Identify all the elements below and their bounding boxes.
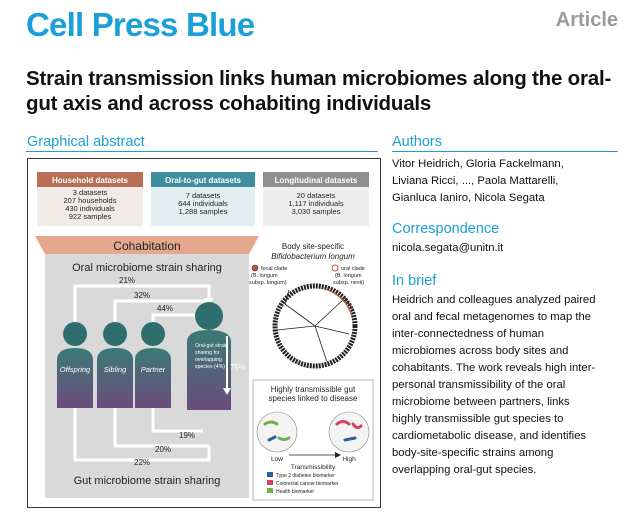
svg-text:oral clade: oral clade: [341, 266, 365, 272]
svg-text:1,117 individuals: 1,117 individuals: [288, 199, 344, 208]
svg-text:922 samples: 922 samples: [69, 212, 112, 221]
graphical-abstract: Household datasets 3 datasets 207 househ…: [27, 158, 381, 508]
gut-pct-3: 22%: [134, 458, 150, 467]
svg-text:Colorectal cancer biomarker: Colorectal cancer biomarker: [276, 481, 339, 487]
person-body-icon: [97, 348, 133, 408]
fecal-dot-icon: [251, 264, 259, 272]
svg-text:430 individuals: 430 individuals: [65, 204, 115, 213]
legend: Type 2 diabetes biomarker Colorectal can…: [267, 472, 339, 495]
correspondence-email[interactable]: nicola.segata@unitn.it: [392, 242, 504, 254]
person-partner: Partner: [135, 322, 171, 408]
svg-text:(B. longum: (B. longum: [335, 273, 362, 279]
svg-text:Oral-to-gut datasets: Oral-to-gut datasets: [165, 176, 242, 185]
article-title: Strain transmission links human microbio…: [26, 67, 612, 115]
person-self: Oral-gut strain sharing for overlapping …: [187, 302, 246, 410]
svg-text:species (4%): species (4%): [195, 364, 225, 370]
svg-text:Health biomarker: Health biomarker: [276, 489, 314, 495]
person-head-icon: [195, 302, 223, 330]
svg-text:subsp. nexti): subsp. nexti): [333, 280, 364, 286]
svg-text:overlapping: overlapping: [195, 357, 222, 363]
svg-text:20 datasets: 20 datasets: [297, 191, 336, 200]
correspondence-label: Correspondence: [392, 221, 500, 237]
oral-pct-2: 32%: [134, 291, 150, 300]
svg-text:fecal clade: fecal clade: [261, 266, 287, 272]
dataset-household: Household datasets 3 datasets 207 househ…: [37, 172, 143, 226]
article-type: Article: [555, 9, 618, 31]
person-head-icon: [103, 322, 127, 346]
authors-list: Vitor Heidrich, Gloria Fackelmann, Livia…: [392, 158, 564, 204]
svg-text:Longitudinal datasets: Longitudinal datasets: [275, 176, 358, 185]
high-dish-icon: [328, 411, 370, 453]
svg-text:7 datasets: 7 datasets: [186, 191, 221, 200]
svg-text:3 datasets: 3 datasets: [73, 188, 108, 197]
svg-text:644 individuals: 644 individuals: [178, 199, 228, 208]
person-head-icon: [141, 322, 165, 346]
in-brief-text: Heidrich and colleagues analyzed paired …: [392, 294, 596, 476]
person-body-icon: [57, 348, 93, 408]
low-label: Low: [271, 456, 283, 463]
svg-text:species linked to disease: species linked to disease: [269, 394, 358, 403]
oral-dot-icon: [331, 264, 339, 272]
person-offspring: Offspring: [57, 322, 93, 408]
low-dish-icon: [256, 411, 298, 453]
phylogeny-tree: [272, 283, 358, 369]
gut-pct-2: 20%: [155, 445, 171, 454]
gut-pct-1: 19%: [179, 431, 195, 440]
oral-pct-3: 44%: [157, 304, 173, 313]
gut-sharing-label: Gut microbiome strain sharing: [74, 475, 221, 487]
person-head-icon: [63, 322, 87, 346]
oral-pct-1: 21%: [119, 276, 135, 285]
arrow-head: [204, 298, 214, 305]
cohabitation-label: Cohabitation: [113, 239, 180, 253]
oral-sharing-label: Oral microbiome strain sharing: [72, 262, 222, 274]
authors-label: Authors: [392, 134, 442, 150]
person-body-icon: [135, 348, 171, 408]
oral-connections: [73, 284, 211, 323]
svg-text:Type 2 diabetes biomarker: Type 2 diabetes biomarker: [276, 473, 335, 479]
authors-divider: [392, 151, 618, 152]
dataset-oral-to-gut: Oral-to-gut datasets 7 datasets 644 indi…: [151, 172, 255, 226]
svg-text:207 households: 207 households: [64, 196, 117, 205]
transmissible-title: Highly transmissible gut: [271, 385, 356, 394]
person-sibling: Sibling: [97, 322, 133, 408]
high-label: High: [342, 456, 356, 463]
gut-connections: [73, 403, 211, 462]
svg-text:subsp. longum): subsp. longum): [249, 280, 287, 286]
transmissibility-axis: Transmissibility: [291, 464, 336, 471]
oral-gut-pct: 75%: [230, 363, 246, 372]
person-body-icon: [187, 330, 231, 410]
svg-text:(B. longum: (B. longum: [251, 273, 278, 279]
bifido-title: Body site-specific: [282, 242, 344, 251]
svg-text:Sibling: Sibling: [104, 365, 127, 374]
svg-text:Oral-gut strain: Oral-gut strain: [195, 343, 228, 349]
svg-text:3,030 samples: 3,030 samples: [292, 207, 341, 216]
svg-text:sharing for: sharing for: [195, 350, 220, 356]
cohabitation-banner: [35, 236, 259, 254]
in-brief-label: In brief: [392, 273, 437, 289]
svg-text:1,288 samples: 1,288 samples: [179, 207, 228, 216]
bifido-species: Bifidobacterium longum: [271, 252, 355, 261]
graphical-abstract-label: Graphical abstract: [27, 134, 145, 150]
journal-name: Cell Press Blue: [26, 6, 255, 43]
svg-text:Offspring: Offspring: [60, 365, 91, 374]
dataset-longitudinal: Longitudinal datasets 20 datasets 1,117 …: [263, 172, 369, 226]
dataset-title: Household datasets: [52, 176, 129, 185]
svg-text:Partner: Partner: [141, 365, 166, 374]
ga-divider: [26, 151, 378, 152]
